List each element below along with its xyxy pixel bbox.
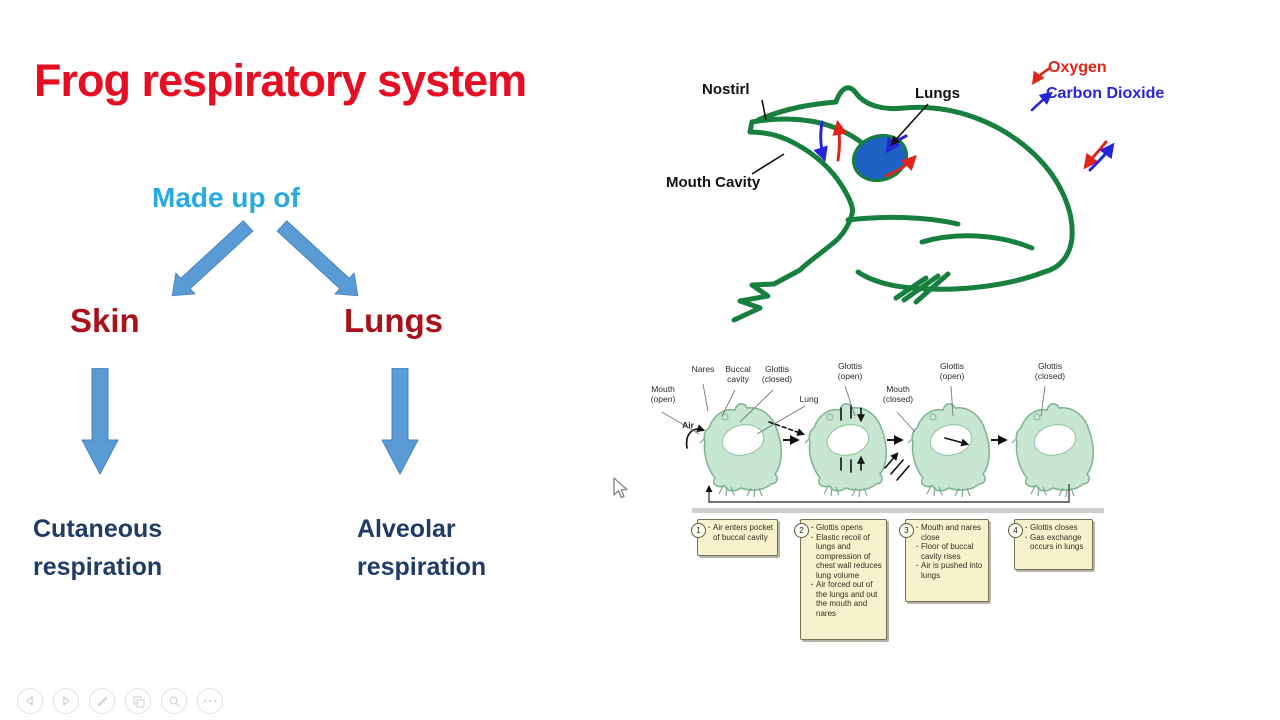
panel-leader-lines: [661, 383, 1046, 435]
air-out-arrow-icon: [768, 421, 806, 436]
made-up-of-label: Made up of: [152, 182, 300, 213]
p4-glottis-closed-label: Glottis (closed): [1034, 361, 1066, 381]
compress-down-arrows-icon: [840, 405, 861, 420]
see-all-slides-button[interactable]: [125, 688, 151, 714]
step-bullet: Mouth and nares close: [915, 523, 985, 542]
cycle-frog-3: [907, 402, 991, 498]
zoom-button[interactable]: [161, 688, 187, 714]
nostril-leader: [761, 99, 767, 121]
next-arrow-icon: [63, 696, 70, 706]
skin-label: Skin: [70, 302, 140, 339]
ellipsis-icon: [203, 699, 217, 703]
arrow-down-left-icon: [171, 220, 254, 297]
oxygen-mouth-arrow-icon: [832, 119, 848, 162]
p3-mouth-closed-label: Mouth (closed): [882, 384, 914, 404]
co2-mouth-arrow-icon: [813, 120, 828, 162]
step-number: 2: [794, 523, 809, 538]
step-box-3: 3 Mouth and nares closeFloor of buccal c…: [899, 519, 989, 602]
next-slide-button[interactable]: [53, 688, 79, 714]
step-number: 3: [899, 523, 914, 538]
lungs-branch-label: Lungs: [344, 302, 443, 339]
step-bullet: Glottis opens: [810, 523, 883, 533]
co2-skin-arrow-icon: [1088, 142, 1115, 172]
breathing-cycle-diagram: [661, 383, 1095, 503]
figure-divider: [692, 508, 1104, 513]
previous-slide-button[interactable]: [17, 688, 43, 714]
more-options-button[interactable]: [197, 688, 223, 714]
step-bullets: Glottis opensElastic recoil of lungs and…: [810, 523, 883, 618]
p1-glottis-closed-label: Glottis (closed): [761, 364, 793, 384]
pen-button[interactable]: [89, 688, 115, 714]
step-bullet: Air forced out of the lungs and out the …: [810, 580, 883, 618]
arrow-down-right-icon: [276, 220, 359, 297]
down-arrow-lungs-icon: [381, 368, 419, 476]
cycle-frog-2: [804, 402, 888, 498]
p1-nares-label: Nares: [691, 364, 715, 374]
step-bullets: Glottis closesGas exchange occurs in lun…: [1024, 523, 1089, 552]
legend-oxygen-label: Oxygen: [1048, 59, 1107, 76]
branch-arrows: [171, 220, 359, 297]
alveolar-respiration-label: Alveolar respiration: [357, 515, 487, 581]
cycle-loop-line: [705, 484, 1070, 503]
previous-arrow-icon: [26, 696, 33, 706]
cutaneous-respiration-label: Cutaneous respiration: [33, 515, 163, 581]
step-bullet: Air enters pocket of buccal cavity: [707, 523, 774, 542]
step-box-2: 2 Glottis opensElastic recoil of lungs a…: [794, 519, 887, 640]
step-bullet: Air is pushed into lungs: [915, 561, 985, 580]
step-box-4: 4 Glottis closesGas exchange occurs in l…: [1008, 519, 1093, 570]
legend-co2-arrow-icon: [1030, 91, 1053, 112]
oxygen-lung-arrow-icon: [884, 155, 917, 178]
air-in-arrow-icon: [685, 424, 706, 449]
nostril-label: Nostirl: [702, 81, 750, 98]
p1-mouth-open-label: Mouth (open): [650, 384, 676, 404]
lungs-leader: [890, 103, 929, 146]
mouth-cavity-label: Mouth Cavity: [666, 174, 761, 191]
step-bullet: Elastic recoil of lungs and compression …: [810, 533, 883, 581]
step-bullets: Mouth and nares closeFloor of buccal cav…: [915, 523, 985, 580]
leader-lines: [751, 99, 929, 175]
step-bullet: Floor of buccal cavity rises: [915, 542, 985, 561]
step-number: 4: [1008, 523, 1023, 538]
legend-oxygen-arrow-icon: [1031, 66, 1052, 86]
p1-buccal-cavity-label: Buccal cavity: [725, 364, 751, 384]
down-arrow-skin-icon: [81, 368, 119, 476]
into-lung-arrow-icon: [944, 437, 970, 447]
step-box-1: 1 Air enters pocket of buccal cavity: [691, 519, 778, 556]
push-in-arrows-icon: [884, 454, 910, 481]
step-bullets: Air enters pocket of buccal cavity: [707, 523, 774, 542]
p2-glottis-open-label: Glottis (open): [837, 361, 863, 381]
frog-outline: [731, 85, 1075, 323]
lungs-figure-label: Lungs: [915, 85, 960, 102]
cycle-frog-1: [699, 402, 783, 498]
mouse-cursor: [613, 477, 628, 499]
step-number: 1: [691, 523, 706, 538]
p1-air-label: Air: [682, 420, 694, 430]
step-bullet: Glottis closes: [1024, 523, 1089, 533]
see-all-slides-icon: [132, 695, 145, 708]
mouth-cavity-leader: [751, 153, 785, 175]
legend-co2-label: Carbon Dioxide: [1046, 85, 1165, 102]
compress-up-arrows-icon: [840, 458, 861, 473]
p1-lung-label: Lung: [799, 394, 819, 404]
frog-diagram: [731, 66, 1115, 323]
page-title: Frog respiratory system: [34, 55, 527, 106]
cycle-annotations: [685, 405, 970, 481]
magnifier-icon: [168, 695, 180, 707]
step-bullet: Gas exchange occurs in lungs: [1024, 533, 1089, 552]
pen-icon: [96, 695, 108, 707]
cycle-frog-4: [1011, 402, 1095, 498]
p3-glottis-open-label: Glottis (open): [939, 361, 965, 381]
